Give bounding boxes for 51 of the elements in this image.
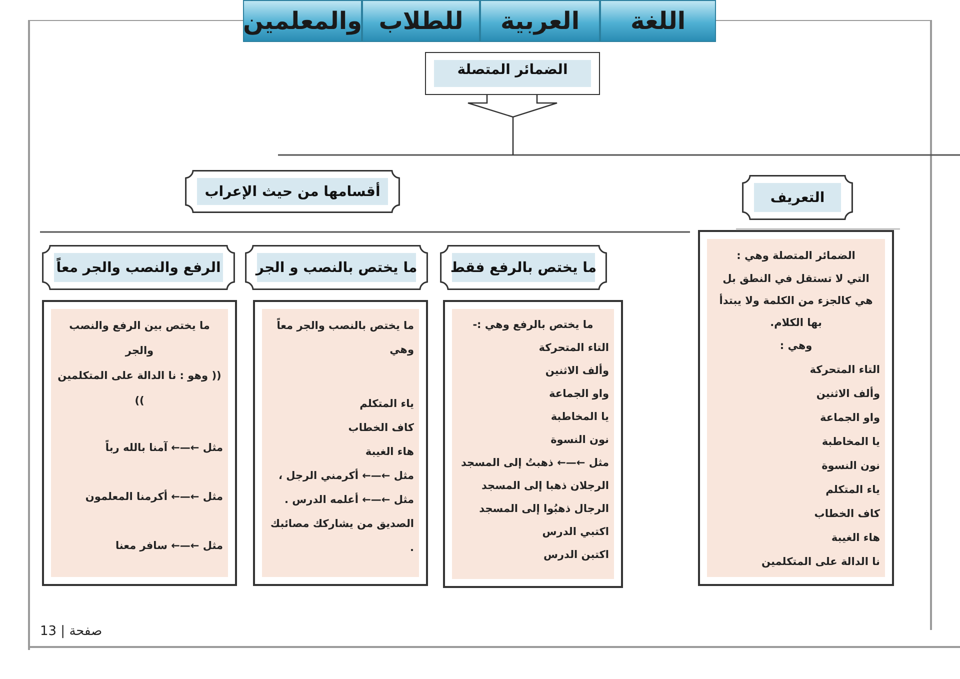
text-line: الصديق من يشاركك مصائبك .	[269, 517, 414, 556]
text-line: الضمائر المتصلة وهي :	[736, 249, 856, 264]
text-line: واو الجماعة	[549, 387, 609, 402]
text-line: التاء المتحركة	[538, 341, 609, 356]
text-line: ياء المتكلم	[360, 397, 414, 412]
banner-tile: العربية	[480, 0, 600, 42]
title-text: الضمائر المتصلة	[457, 62, 568, 78]
text-panel	[443, 300, 623, 588]
banner-tile: اللغة	[600, 0, 716, 42]
text-line: التاء المتحركة	[810, 363, 880, 378]
banner-tile: للطلاب	[362, 0, 480, 42]
page-number: صفحة | 13	[40, 624, 102, 639]
text-line: مثل ←—← أكرمنا المعلمون	[85, 488, 223, 505]
text-line: هاء الغيبة	[365, 445, 414, 460]
title-box	[425, 52, 600, 95]
text-panel	[42, 300, 237, 586]
text-line: يا المخاطبة	[550, 410, 609, 425]
text-line: اكتبي الدرس	[542, 525, 609, 540]
text-line: ياء المتكلم	[826, 483, 880, 498]
text-line: اكتبن الدرس	[543, 548, 609, 563]
text-line: الرجلان ذهبا إلى المسجد	[481, 479, 609, 494]
text-line: ما يختص بالرفع وهي :-	[472, 318, 594, 333]
text-line: نون النسوة	[822, 459, 880, 474]
text-panel	[698, 230, 894, 586]
banner-tile: والمعلمين	[243, 0, 362, 42]
text-line: مثل ←—← أكرمني الرجل ،	[278, 468, 414, 484]
text-line: مثل ←—← سافر معنا	[115, 539, 223, 554]
text-line: وألف الاثنين	[545, 362, 609, 379]
text-line: هاء الغيبة	[831, 531, 880, 546]
text-line: مثل ←—← ذهبتُ إلى المسجد	[460, 456, 609, 471]
text-line: واو الجماعة	[820, 411, 880, 426]
text-line: نا الدالة على المتكلمين	[762, 555, 880, 570]
text-line: وألف الاثنين	[816, 386, 880, 402]
text-line: مثل ←—← آمنا بالله رباً	[105, 439, 223, 456]
text-line: التي لا تستقل في النطق بل هي كالجزء من الكلمة ولا يبتدأ بها الكلام.	[718, 272, 874, 331]
text-line: وهي :	[780, 339, 812, 354]
heading-text: الرفع والنصب والجر معاً	[56, 260, 221, 276]
text-line: ما يختص بالنصب والجر معاً وهي	[267, 314, 414, 362]
text-line: الرجال ذهبُوا إلى المسجد	[479, 502, 609, 517]
heading-text: التعريف	[770, 190, 825, 206]
text-line: (( وهو : نا الدالة على المتكلمين ))	[56, 369, 222, 409]
heading-text: أقسامها من حيث الإعراب	[204, 184, 380, 200]
text-line: كاف الخطاب	[814, 507, 880, 522]
heading-text: ما يختص بالرفع فقط	[450, 260, 597, 276]
text-line: كاف الخطاب	[348, 421, 414, 436]
text-panel	[253, 300, 428, 586]
heading-text: ما يختص بالنصب و الجر	[256, 260, 418, 276]
text-line: مثل ←—← أعلمه الدرس .	[284, 492, 414, 508]
text-line: ما يختص بين الرفع والنصب والجر	[68, 319, 211, 359]
text-line: يا المخاطبة	[822, 435, 880, 450]
text-line: نون النسوة	[550, 433, 609, 448]
